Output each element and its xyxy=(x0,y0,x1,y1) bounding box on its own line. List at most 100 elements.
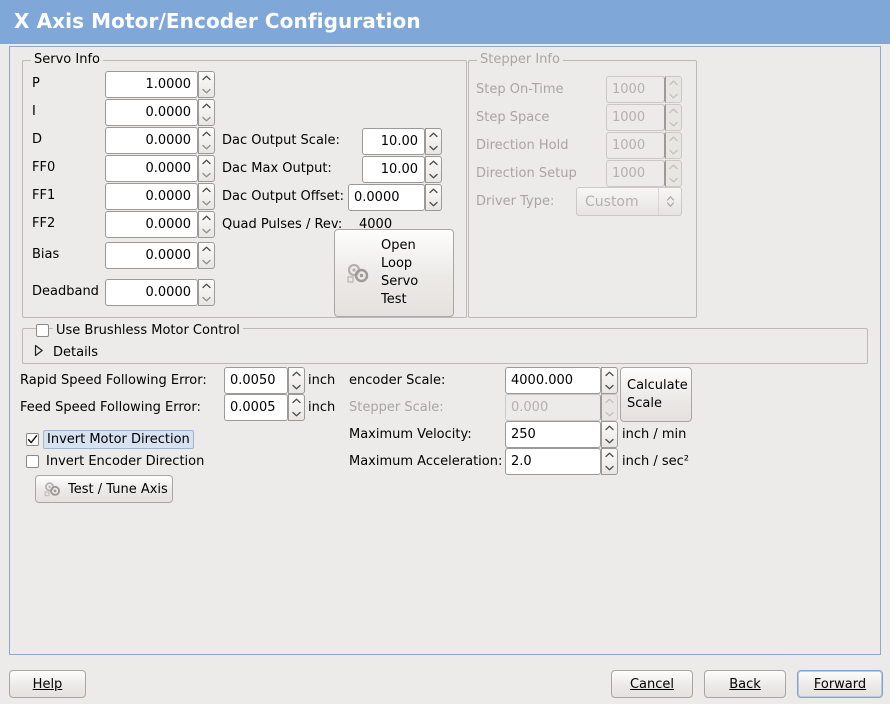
test-tune-axis-button[interactable]: Test / Tune Axis xyxy=(35,475,173,503)
spin-up-icon[interactable] xyxy=(289,368,304,381)
spin-up-icon[interactable] xyxy=(666,133,681,146)
spin-up-icon[interactable] xyxy=(426,157,441,170)
calculate-scale-button[interactable]: Calculate Scale xyxy=(620,367,692,422)
spin-up-icon[interactable] xyxy=(199,280,214,293)
spin-down-icon[interactable] xyxy=(602,462,617,475)
spin-down-icon[interactable] xyxy=(426,170,441,183)
direction-hold-value[interactable]: 1000 xyxy=(606,132,665,159)
feed-speed-following-error-value[interactable]: 0.0005 xyxy=(224,394,288,421)
maximum-velocity-value[interactable]: 250 xyxy=(505,421,601,448)
spin-down-icon[interactable] xyxy=(289,381,304,394)
step-space-value[interactable]: 1000 xyxy=(606,104,665,131)
spin-up-icon[interactable] xyxy=(199,156,214,169)
servo-input-ff0[interactable]: 0.0000 xyxy=(105,155,215,182)
dac-output-scale-value[interactable]: 10.00 xyxy=(362,128,425,155)
step-on-time-spinner[interactable] xyxy=(665,76,682,103)
dac-max-output-spinner[interactable] xyxy=(425,156,442,183)
rapid-speed-following-error-input[interactable]: 0.0050 xyxy=(224,367,305,394)
chevron-updown-icon[interactable] xyxy=(658,188,681,215)
spin-up-icon[interactable] xyxy=(199,243,214,256)
dac-max-output-value[interactable]: 10.00 xyxy=(362,156,425,183)
servo-input-deadband-spinner[interactable] xyxy=(198,279,215,306)
maximum-velocity-spinner[interactable] xyxy=(601,421,618,448)
back-button[interactable]: Back xyxy=(704,670,786,698)
driver-type-select[interactable]: Custom xyxy=(576,187,682,216)
servo-input-ff1-value[interactable]: 0.0000 xyxy=(105,183,198,210)
servo-input-i-value[interactable]: 0.0000 xyxy=(105,99,198,126)
spin-down-icon[interactable] xyxy=(666,90,681,103)
chevron-right-icon[interactable] xyxy=(34,344,44,361)
encoder-scale-input[interactable]: 4000.000 xyxy=(505,367,618,394)
maximum-acceleration-value[interactable]: 2.0 xyxy=(505,448,601,475)
spin-down-icon[interactable] xyxy=(602,408,617,421)
step-space-spinner[interactable] xyxy=(665,104,682,131)
cancel-button[interactable]: Cancel xyxy=(611,670,693,698)
stepper-scale-input[interactable]: 0.000 xyxy=(505,394,618,421)
spin-down-icon[interactable] xyxy=(199,141,214,154)
feed-speed-spinner[interactable] xyxy=(288,394,305,421)
spin-up-icon[interactable] xyxy=(666,161,681,174)
spin-down-icon[interactable] xyxy=(666,146,681,159)
help-button[interactable]: Help xyxy=(9,670,86,698)
servo-input-deadband-value[interactable]: 0.0000 xyxy=(105,279,198,306)
checkbox-box[interactable] xyxy=(36,324,49,337)
spin-down-icon[interactable] xyxy=(199,225,214,238)
spin-up-icon[interactable] xyxy=(602,368,617,381)
spin-down-icon[interactable] xyxy=(426,142,441,155)
spin-down-icon[interactable] xyxy=(199,197,214,210)
spin-up-icon[interactable] xyxy=(199,72,214,85)
servo-input-p[interactable]: 1.0000 xyxy=(105,71,215,98)
maximum-acceleration-spinner[interactable] xyxy=(601,448,618,475)
rapid-speed-spinner[interactable] xyxy=(288,367,305,394)
spin-up-icon[interactable] xyxy=(199,100,214,113)
servo-input-d-value[interactable]: 0.0000 xyxy=(105,127,198,154)
spin-down-icon[interactable] xyxy=(602,435,617,448)
spin-down-icon[interactable] xyxy=(199,169,214,182)
spin-down-icon[interactable] xyxy=(199,256,214,269)
step-space-input[interactable]: 1000 xyxy=(606,104,682,131)
servo-input-ff2-value[interactable]: 0.0000 xyxy=(105,211,198,238)
spin-up-icon[interactable] xyxy=(426,129,441,142)
spin-down-icon[interactable] xyxy=(426,198,441,211)
spin-down-icon[interactable] xyxy=(199,85,214,98)
servo-input-i[interactable]: 0.0000 xyxy=(105,99,215,126)
spin-up-icon[interactable] xyxy=(602,422,617,435)
servo-input-bias-value[interactable]: 0.0000 xyxy=(105,242,198,269)
direction-setup-value[interactable]: 1000 xyxy=(606,160,665,187)
servo-input-ff1[interactable]: 0.0000 xyxy=(105,183,215,210)
servo-input-ff0-value[interactable]: 0.0000 xyxy=(105,155,198,182)
invert-encoder-direction-checkbox[interactable]: Invert Encoder Direction xyxy=(26,454,204,469)
dac-max-output-input[interactable]: 10.00 xyxy=(362,156,442,183)
maximum-velocity-input[interactable]: 250 xyxy=(505,421,618,448)
encoder-scale-spinner[interactable] xyxy=(601,367,618,394)
servo-input-ff1-spinner[interactable] xyxy=(198,183,215,210)
servo-input-deadband[interactable]: 0.0000 xyxy=(105,279,215,306)
spin-up-icon[interactable] xyxy=(602,449,617,462)
invert-motor-direction-checkbox[interactable]: Invert Motor Direction xyxy=(26,430,194,449)
spin-up-icon[interactable] xyxy=(666,105,681,118)
maximum-acceleration-input[interactable]: 2.0 xyxy=(505,448,618,475)
direction-hold-spinner[interactable] xyxy=(665,132,682,159)
dac-output-offset-value[interactable]: 0.0000 xyxy=(348,184,425,211)
spin-down-icon[interactable] xyxy=(289,408,304,421)
servo-input-p-spinner[interactable] xyxy=(198,71,215,98)
servo-input-p-value[interactable]: 1.0000 xyxy=(105,71,198,98)
spin-down-icon[interactable] xyxy=(666,118,681,131)
servo-input-bias-spinner[interactable] xyxy=(198,242,215,269)
rapid-speed-following-error-value[interactable]: 0.0050 xyxy=(224,367,288,394)
spin-down-icon[interactable] xyxy=(602,381,617,394)
dac-output-offset-input[interactable]: 0.0000 xyxy=(348,184,442,211)
dac-output-scale-spinner[interactable] xyxy=(425,128,442,155)
checkbox-box[interactable] xyxy=(26,433,39,446)
spin-up-icon[interactable] xyxy=(666,77,681,90)
servo-input-ff0-spinner[interactable] xyxy=(198,155,215,182)
stepper-scale-value[interactable]: 0.000 xyxy=(505,394,601,421)
open-loop-servo-test-button[interactable]: Open Loop Servo Test xyxy=(334,229,454,317)
direction-setup-input[interactable]: 1000 xyxy=(606,160,682,187)
use-brushless-motor-control-checkbox[interactable]: Use Brushless Motor Control xyxy=(36,323,243,338)
spin-down-icon[interactable] xyxy=(199,293,214,306)
encoder-scale-value[interactable]: 4000.000 xyxy=(505,367,601,394)
servo-input-bias[interactable]: 0.0000 xyxy=(105,242,215,269)
servo-input-i-spinner[interactable] xyxy=(198,99,215,126)
spin-up-icon[interactable] xyxy=(199,128,214,141)
